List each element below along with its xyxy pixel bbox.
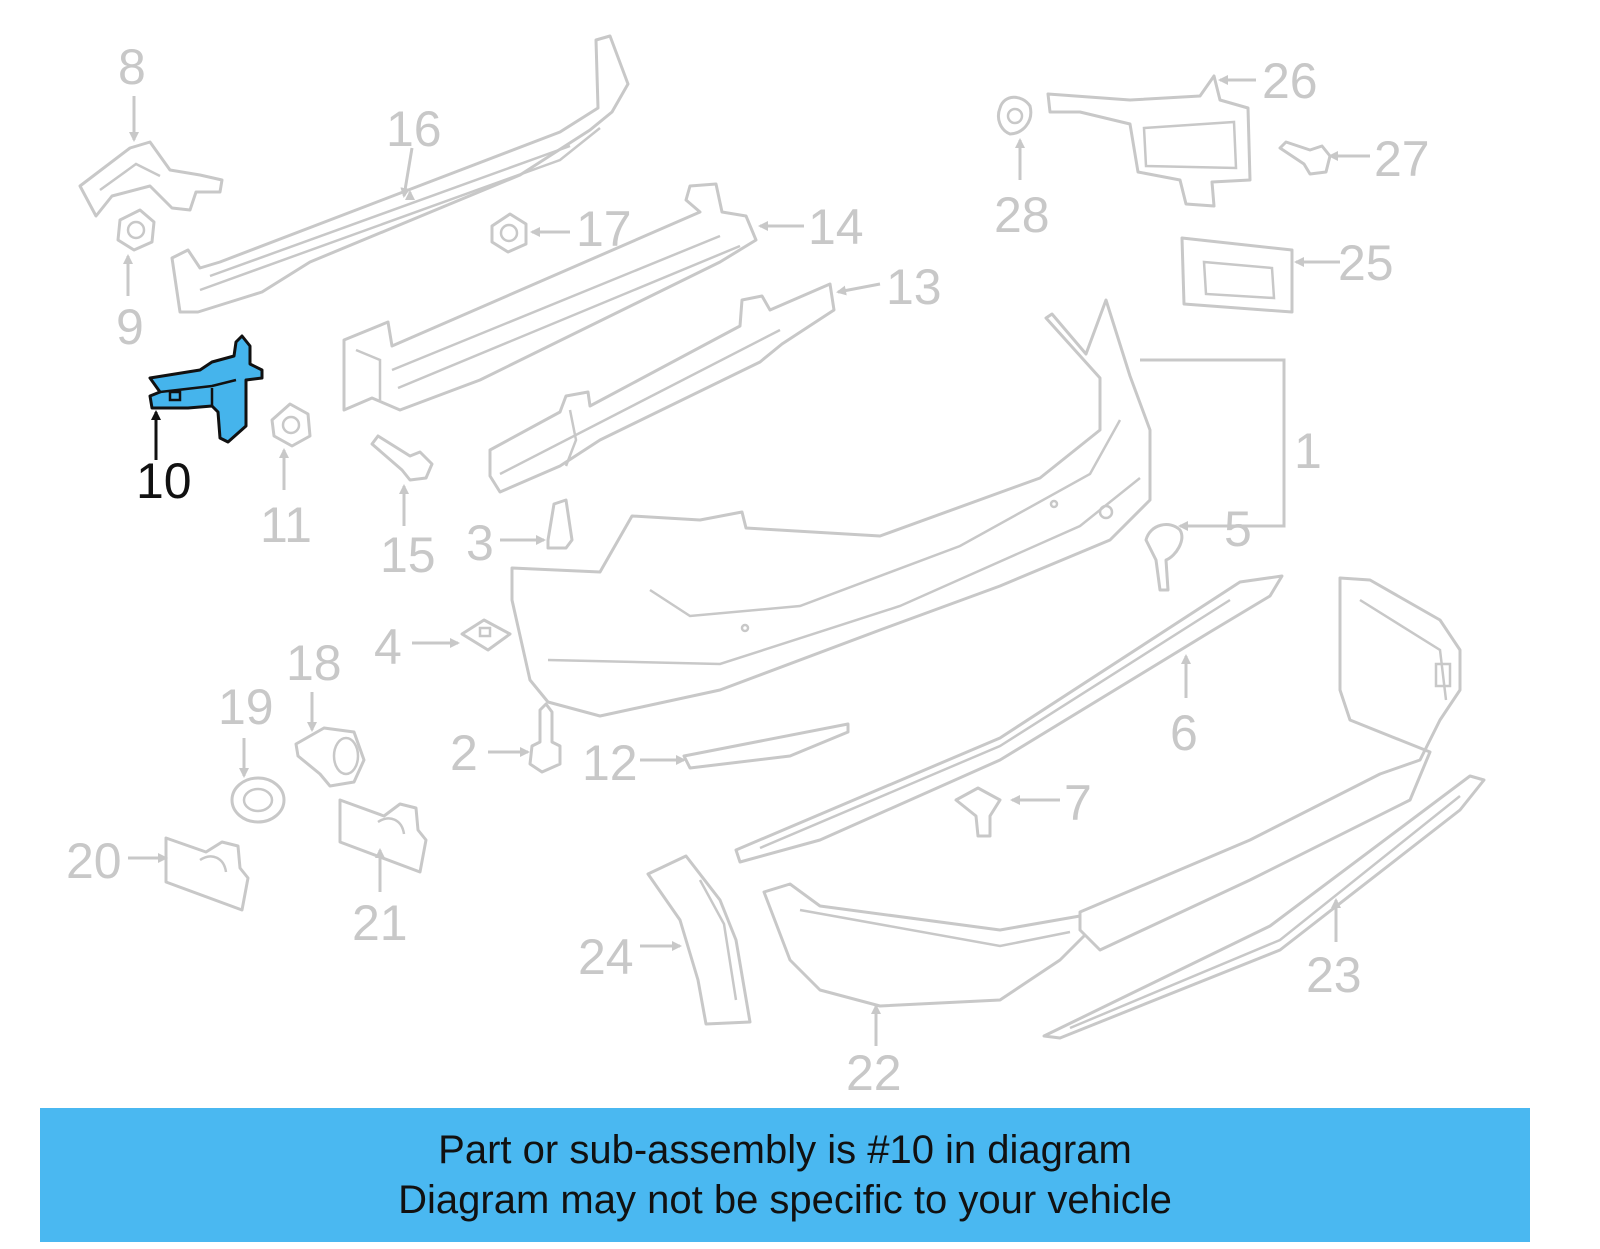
part-18-sensor[interactable] [294, 726, 366, 788]
part-21-bracket[interactable] [338, 798, 428, 874]
callout-13: 13 [886, 259, 942, 315]
callout-26: 26 [1262, 53, 1318, 109]
callout-23: 23 [1306, 947, 1362, 1003]
callout-25: 25 [1338, 235, 1394, 291]
callout-28: 28 [994, 187, 1050, 243]
part-3-clip[interactable] [546, 498, 574, 550]
part-27-bolt[interactable] [1278, 140, 1332, 176]
part-17-nut[interactable] [490, 212, 528, 254]
callout-1: 1 [1294, 423, 1322, 479]
info-banner: Part or sub-assembly is #10 in diagram D… [40, 1108, 1530, 1242]
callout-10-highlighted: 10 [136, 453, 192, 509]
part-24-trim[interactable] [646, 854, 752, 1026]
part-28-nut[interactable] [996, 95, 1033, 136]
part-13-reinforcement[interactable] [488, 282, 836, 494]
part-12-trim[interactable] [682, 722, 850, 770]
part-7-clip[interactable] [954, 786, 1002, 838]
part-8-bracket[interactable] [78, 140, 224, 218]
part-23-bumper[interactable] [1042, 576, 1486, 1040]
callout-4: 4 [374, 619, 402, 675]
callout-18: 18 [286, 635, 342, 691]
callout-20: 20 [66, 833, 122, 889]
part-1-bumper-cover[interactable] [510, 298, 1152, 718]
part-11-nut[interactable] [270, 402, 312, 448]
part-14-reinforcement[interactable] [342, 182, 758, 412]
callout-17: 17 [576, 201, 632, 257]
callout-11: 11 [260, 497, 312, 553]
callout-22: 22 [846, 1045, 902, 1101]
banner-line-part-number: Part or sub-assembly is #10 in diagram [438, 1128, 1132, 1172]
part-22-lower-cover[interactable] [762, 882, 1092, 1008]
callout-21: 21 [352, 895, 408, 951]
part-10-bracket-highlighted[interactable] [148, 334, 264, 444]
callout-8: 8 [118, 39, 146, 95]
callout-27: 27 [1374, 131, 1430, 187]
part-19-grommet[interactable] [230, 776, 286, 824]
part-4-clip[interactable] [460, 618, 512, 652]
part-2-bolt[interactable] [528, 702, 562, 774]
callout-9: 9 [116, 299, 144, 355]
callout-15: 15 [380, 527, 436, 583]
callout-3: 3 [466, 515, 494, 571]
callout-16: 16 [386, 101, 442, 157]
part-16-absorber[interactable] [170, 34, 630, 314]
part-26-bracket[interactable] [1046, 74, 1252, 208]
callout-19: 19 [218, 679, 274, 735]
part-5-sensor[interactable] [1144, 523, 1184, 592]
callout-7: 7 [1064, 775, 1092, 831]
banner-line-disclaimer: Diagram may not be specific to your vehi… [398, 1178, 1172, 1222]
callout-6: 6 [1170, 705, 1198, 761]
part-15-bolt[interactable] [370, 434, 434, 482]
part-25-bracket[interactable] [1180, 236, 1294, 314]
callout-5: 5 [1224, 501, 1252, 557]
callout-24: 24 [578, 929, 634, 985]
part-6-valance[interactable] [734, 574, 1284, 864]
callout-12: 12 [582, 735, 638, 791]
callout-14: 14 [808, 199, 864, 255]
callout-2: 2 [450, 725, 478, 781]
part-9-nut[interactable] [116, 208, 156, 252]
part-20-bracket[interactable] [164, 836, 250, 912]
